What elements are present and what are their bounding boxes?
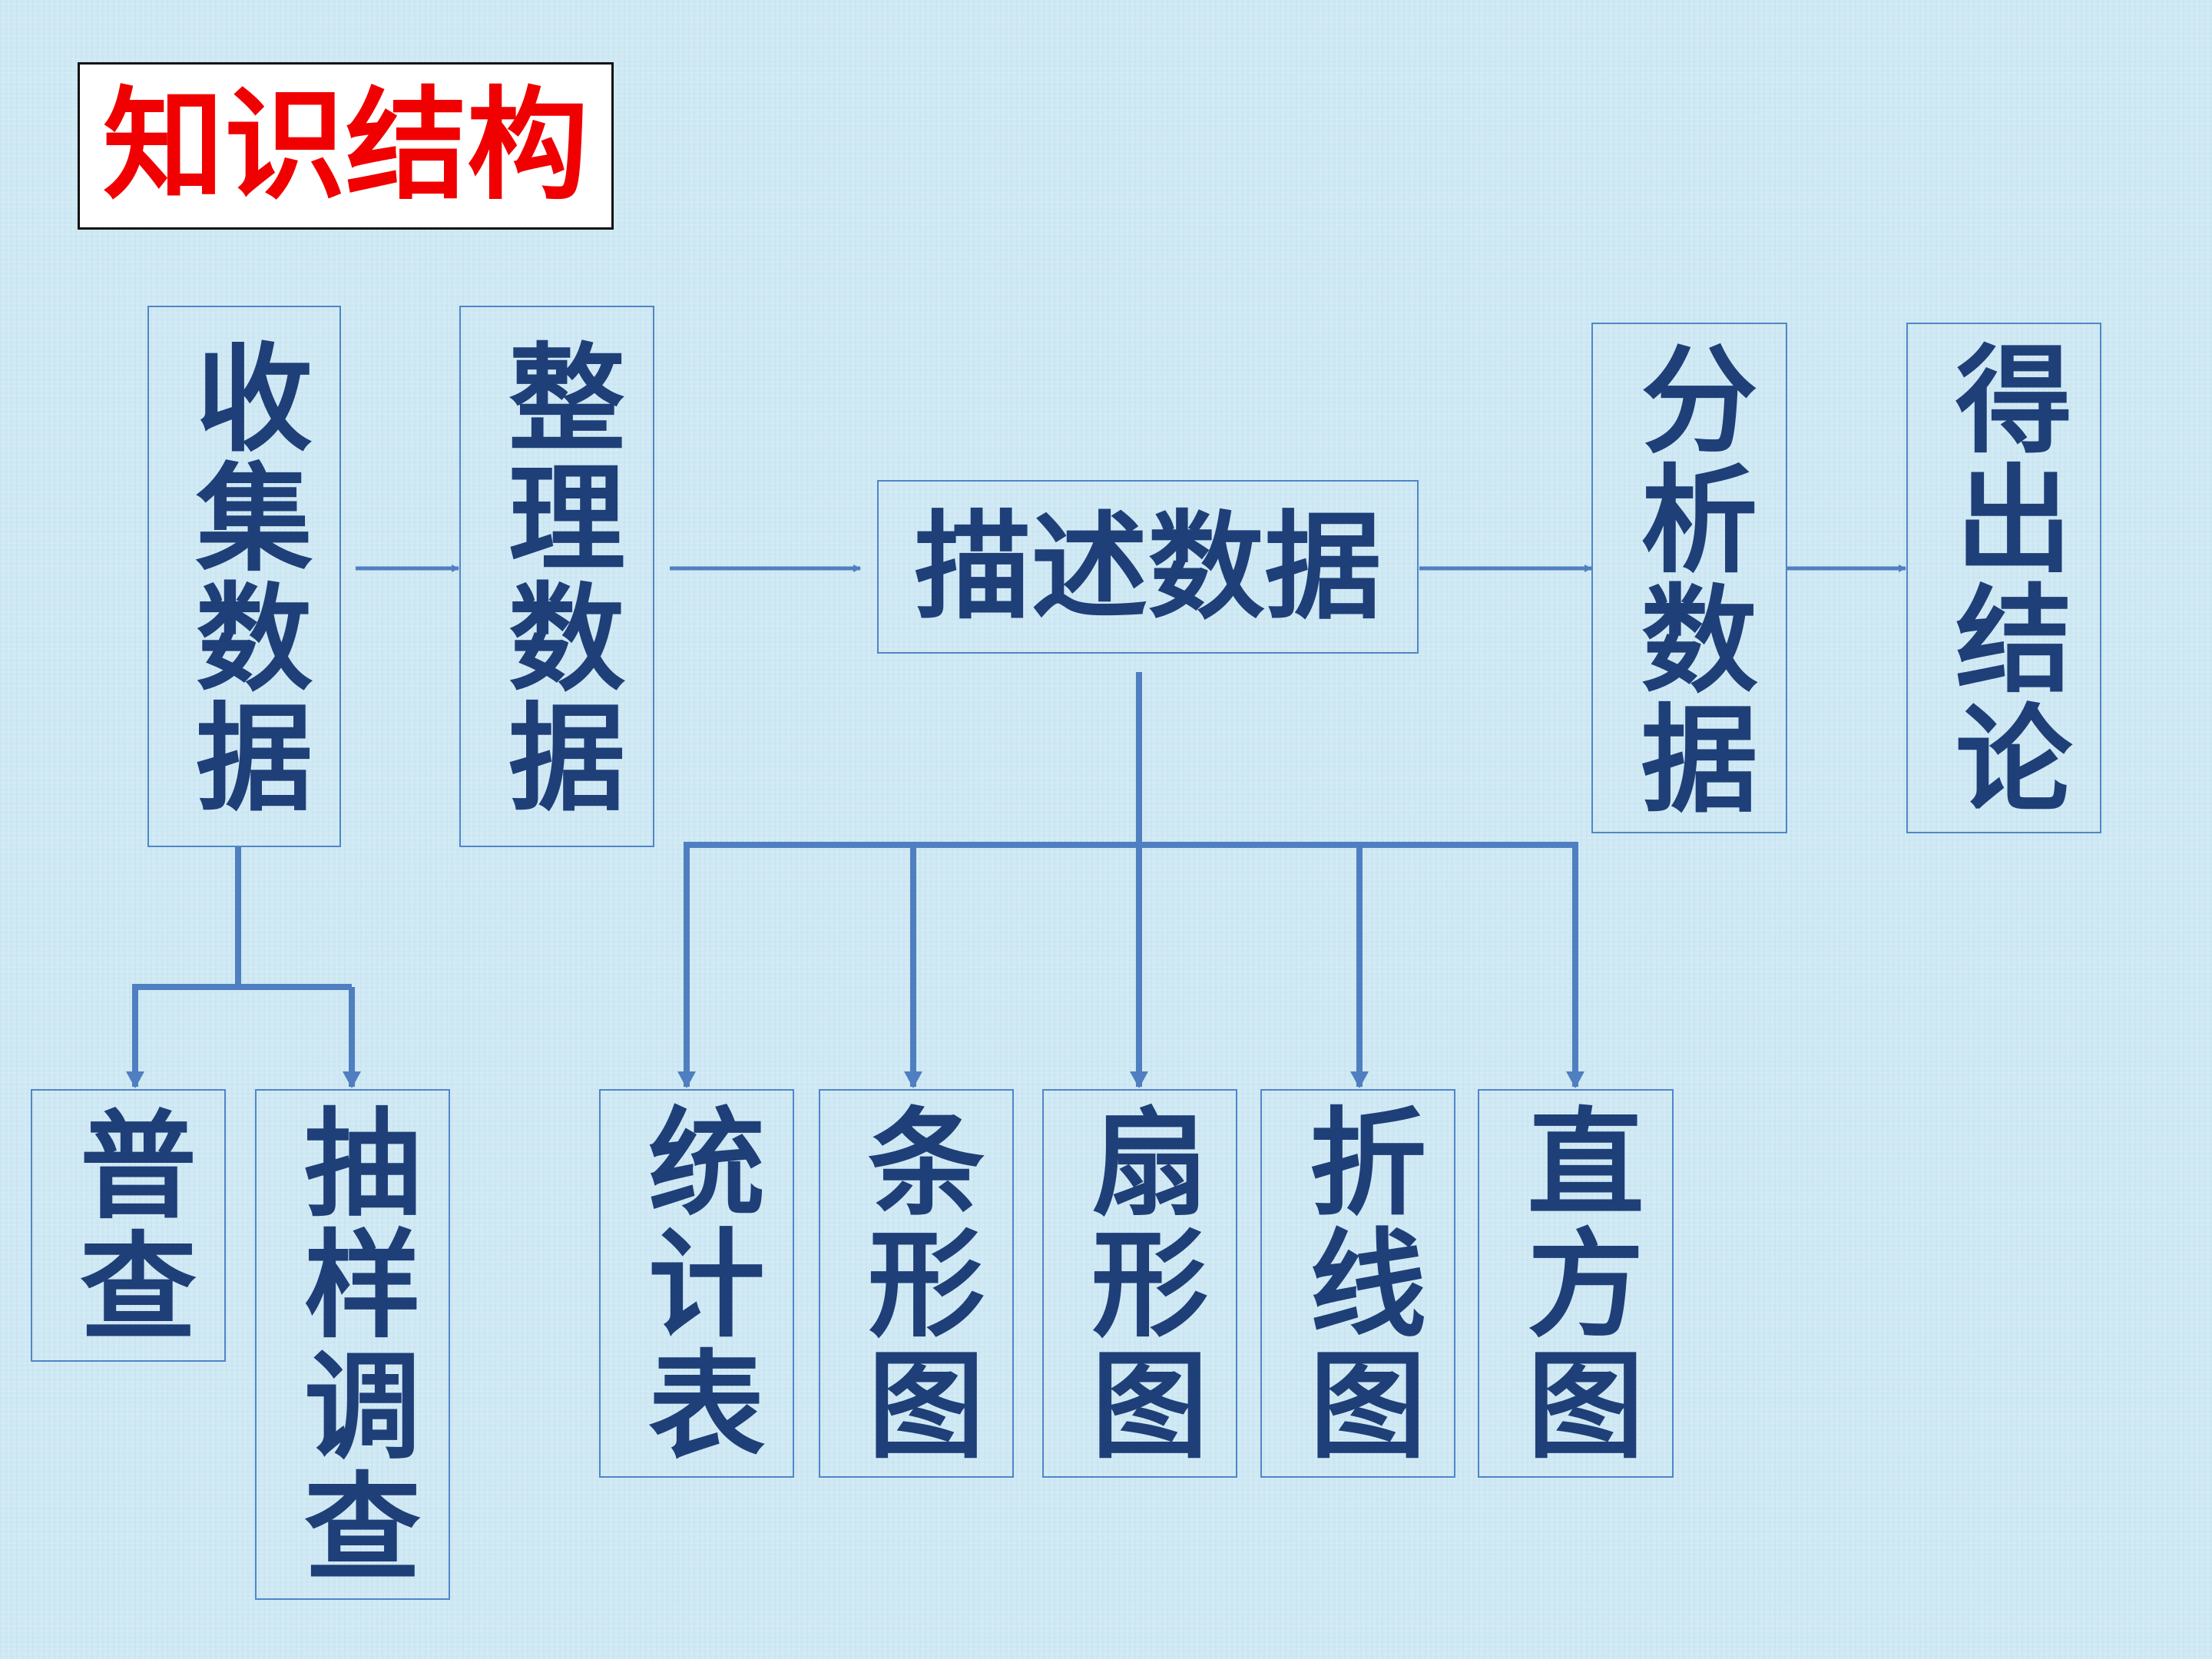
node-bar-chart-label: 条形图 xyxy=(848,1101,986,1465)
node-collect-data-label: 收集数据 xyxy=(176,336,314,816)
node-line-chart-label: 折线图 xyxy=(1290,1101,1428,1465)
node-statistical-table: 统计表 xyxy=(599,1089,794,1478)
node-histogram-label: 直方图 xyxy=(1507,1101,1645,1465)
node-bar-chart: 条形图 xyxy=(819,1089,1014,1478)
node-statistical-table-label: 统计表 xyxy=(628,1101,767,1465)
node-organize-data: 整理数据 xyxy=(459,306,654,847)
node-line-chart: 折线图 xyxy=(1260,1089,1455,1478)
node-census: 普查 xyxy=(31,1089,226,1362)
title-box: 知识结构 xyxy=(78,62,614,230)
node-sampling-survey-label: 抽样调查 xyxy=(284,1101,422,1588)
node-pie-chart: 扇形图 xyxy=(1042,1089,1237,1478)
node-analyze-data: 分析数据 xyxy=(1591,323,1787,833)
node-analyze-data-label: 分析数据 xyxy=(1621,338,1759,818)
node-draw-conclusion-label: 得出结论 xyxy=(1936,338,2074,818)
node-describe-data-label: 描述数据 xyxy=(914,497,1382,635)
node-histogram: 直方图 xyxy=(1478,1089,1674,1478)
node-describe-data: 描述数据 xyxy=(877,480,1419,654)
node-organize-data-label: 整理数据 xyxy=(488,336,627,816)
node-census-label: 普查 xyxy=(60,1104,198,1347)
node-pie-chart-label: 扇形图 xyxy=(1071,1101,1210,1465)
page-title: 知识结构 xyxy=(103,75,588,217)
node-sampling-survey: 抽样调查 xyxy=(255,1089,450,1600)
node-draw-conclusion: 得出结论 xyxy=(1906,323,2101,833)
node-collect-data: 收集数据 xyxy=(147,306,341,847)
describe-branch xyxy=(677,672,1584,1088)
collect-branch xyxy=(126,847,361,1088)
